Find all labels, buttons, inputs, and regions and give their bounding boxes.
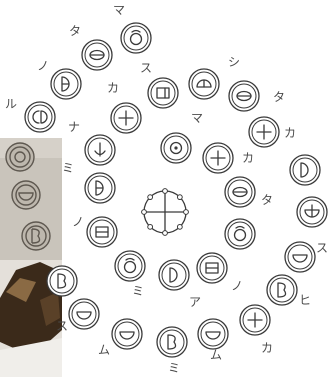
glyph-circle-9	[198, 319, 228, 349]
glyph-circle-23	[115, 251, 145, 281]
glyph-circle-21	[85, 173, 115, 203]
sun-dot	[148, 224, 153, 229]
glyph-circle-7	[112, 319, 142, 349]
glyph-label: ミ	[132, 284, 144, 298]
sun-dot	[177, 224, 182, 229]
glyph-circle-3	[51, 69, 81, 99]
glyph-label: タ	[69, 24, 81, 38]
glyph-label: ア	[189, 295, 201, 309]
sun-dot	[148, 195, 153, 200]
glyph-label: ス	[140, 61, 152, 75]
glyph-circle-24	[159, 260, 189, 290]
center-sun-icon	[142, 189, 189, 236]
glyph-circle-5	[47, 266, 77, 296]
glyph-circle-29	[161, 133, 191, 163]
glyph-circle-22	[87, 217, 117, 247]
glyph-circle-13	[297, 197, 327, 227]
photo-inset	[0, 138, 62, 377]
glyph-circle-28	[203, 143, 233, 173]
glyph-label: ス	[56, 319, 68, 333]
carved-glyph-circle	[12, 181, 40, 209]
glyph-circle-11	[267, 275, 297, 305]
glyph-label: ノ	[231, 279, 243, 293]
glyph-label: カ	[242, 151, 254, 165]
glyph-label: マ	[113, 3, 125, 17]
carved-glyph-circle	[22, 222, 50, 250]
carved-glyph-circle	[6, 143, 34, 171]
glyph-label: シ	[228, 55, 240, 69]
glyph-circle-19	[111, 103, 141, 133]
glyph-label: タ	[261, 193, 273, 207]
glyph-circle-20	[85, 135, 115, 165]
sun-dot	[184, 210, 189, 215]
glyph-circle-10	[240, 305, 270, 335]
glyph-label: ル	[5, 97, 17, 111]
glyph-label: マ	[191, 111, 203, 125]
glyph-label: カ	[284, 126, 296, 140]
sun-dot	[163, 189, 168, 194]
glyph-label: ミ	[168, 361, 180, 375]
glyph-circle-1	[121, 23, 151, 53]
glyph-circle-16	[229, 81, 259, 111]
glyph-circle-27	[225, 177, 255, 207]
glyph-circle-18	[148, 78, 178, 108]
glyph-label: ヒ	[299, 293, 311, 307]
sun-dot	[163, 231, 168, 236]
glyph-circle-26	[225, 219, 255, 249]
glyph-circle-14	[290, 155, 320, 185]
carved-stone	[0, 138, 62, 260]
glyph-label: ム	[210, 348, 222, 362]
glyph-circles	[25, 23, 327, 357]
glyph-circle-8	[157, 327, 187, 357]
glyph-label: ミ	[62, 161, 74, 175]
glyph-label: ノ	[37, 59, 49, 73]
glyph-label: ナ	[68, 120, 80, 134]
glyph-label: タ	[273, 90, 285, 104]
glyph-circle-25	[197, 253, 227, 283]
glyph-circle-17	[189, 69, 219, 99]
glyph-circle-15	[249, 117, 279, 147]
glyph-label: ム	[98, 343, 110, 357]
sun-dot	[142, 210, 147, 215]
glyph-circle-4	[25, 102, 55, 132]
glyph-label: カ	[261, 341, 273, 355]
glyph-label: ノ	[72, 215, 84, 229]
glyph-circle-2	[82, 40, 112, 70]
sun-dot	[177, 195, 182, 200]
glyph-circle-6	[69, 299, 99, 329]
glyph-label: ス	[316, 241, 328, 255]
glyph-circle-12	[285, 242, 315, 272]
glyph-label: カ	[107, 81, 119, 95]
